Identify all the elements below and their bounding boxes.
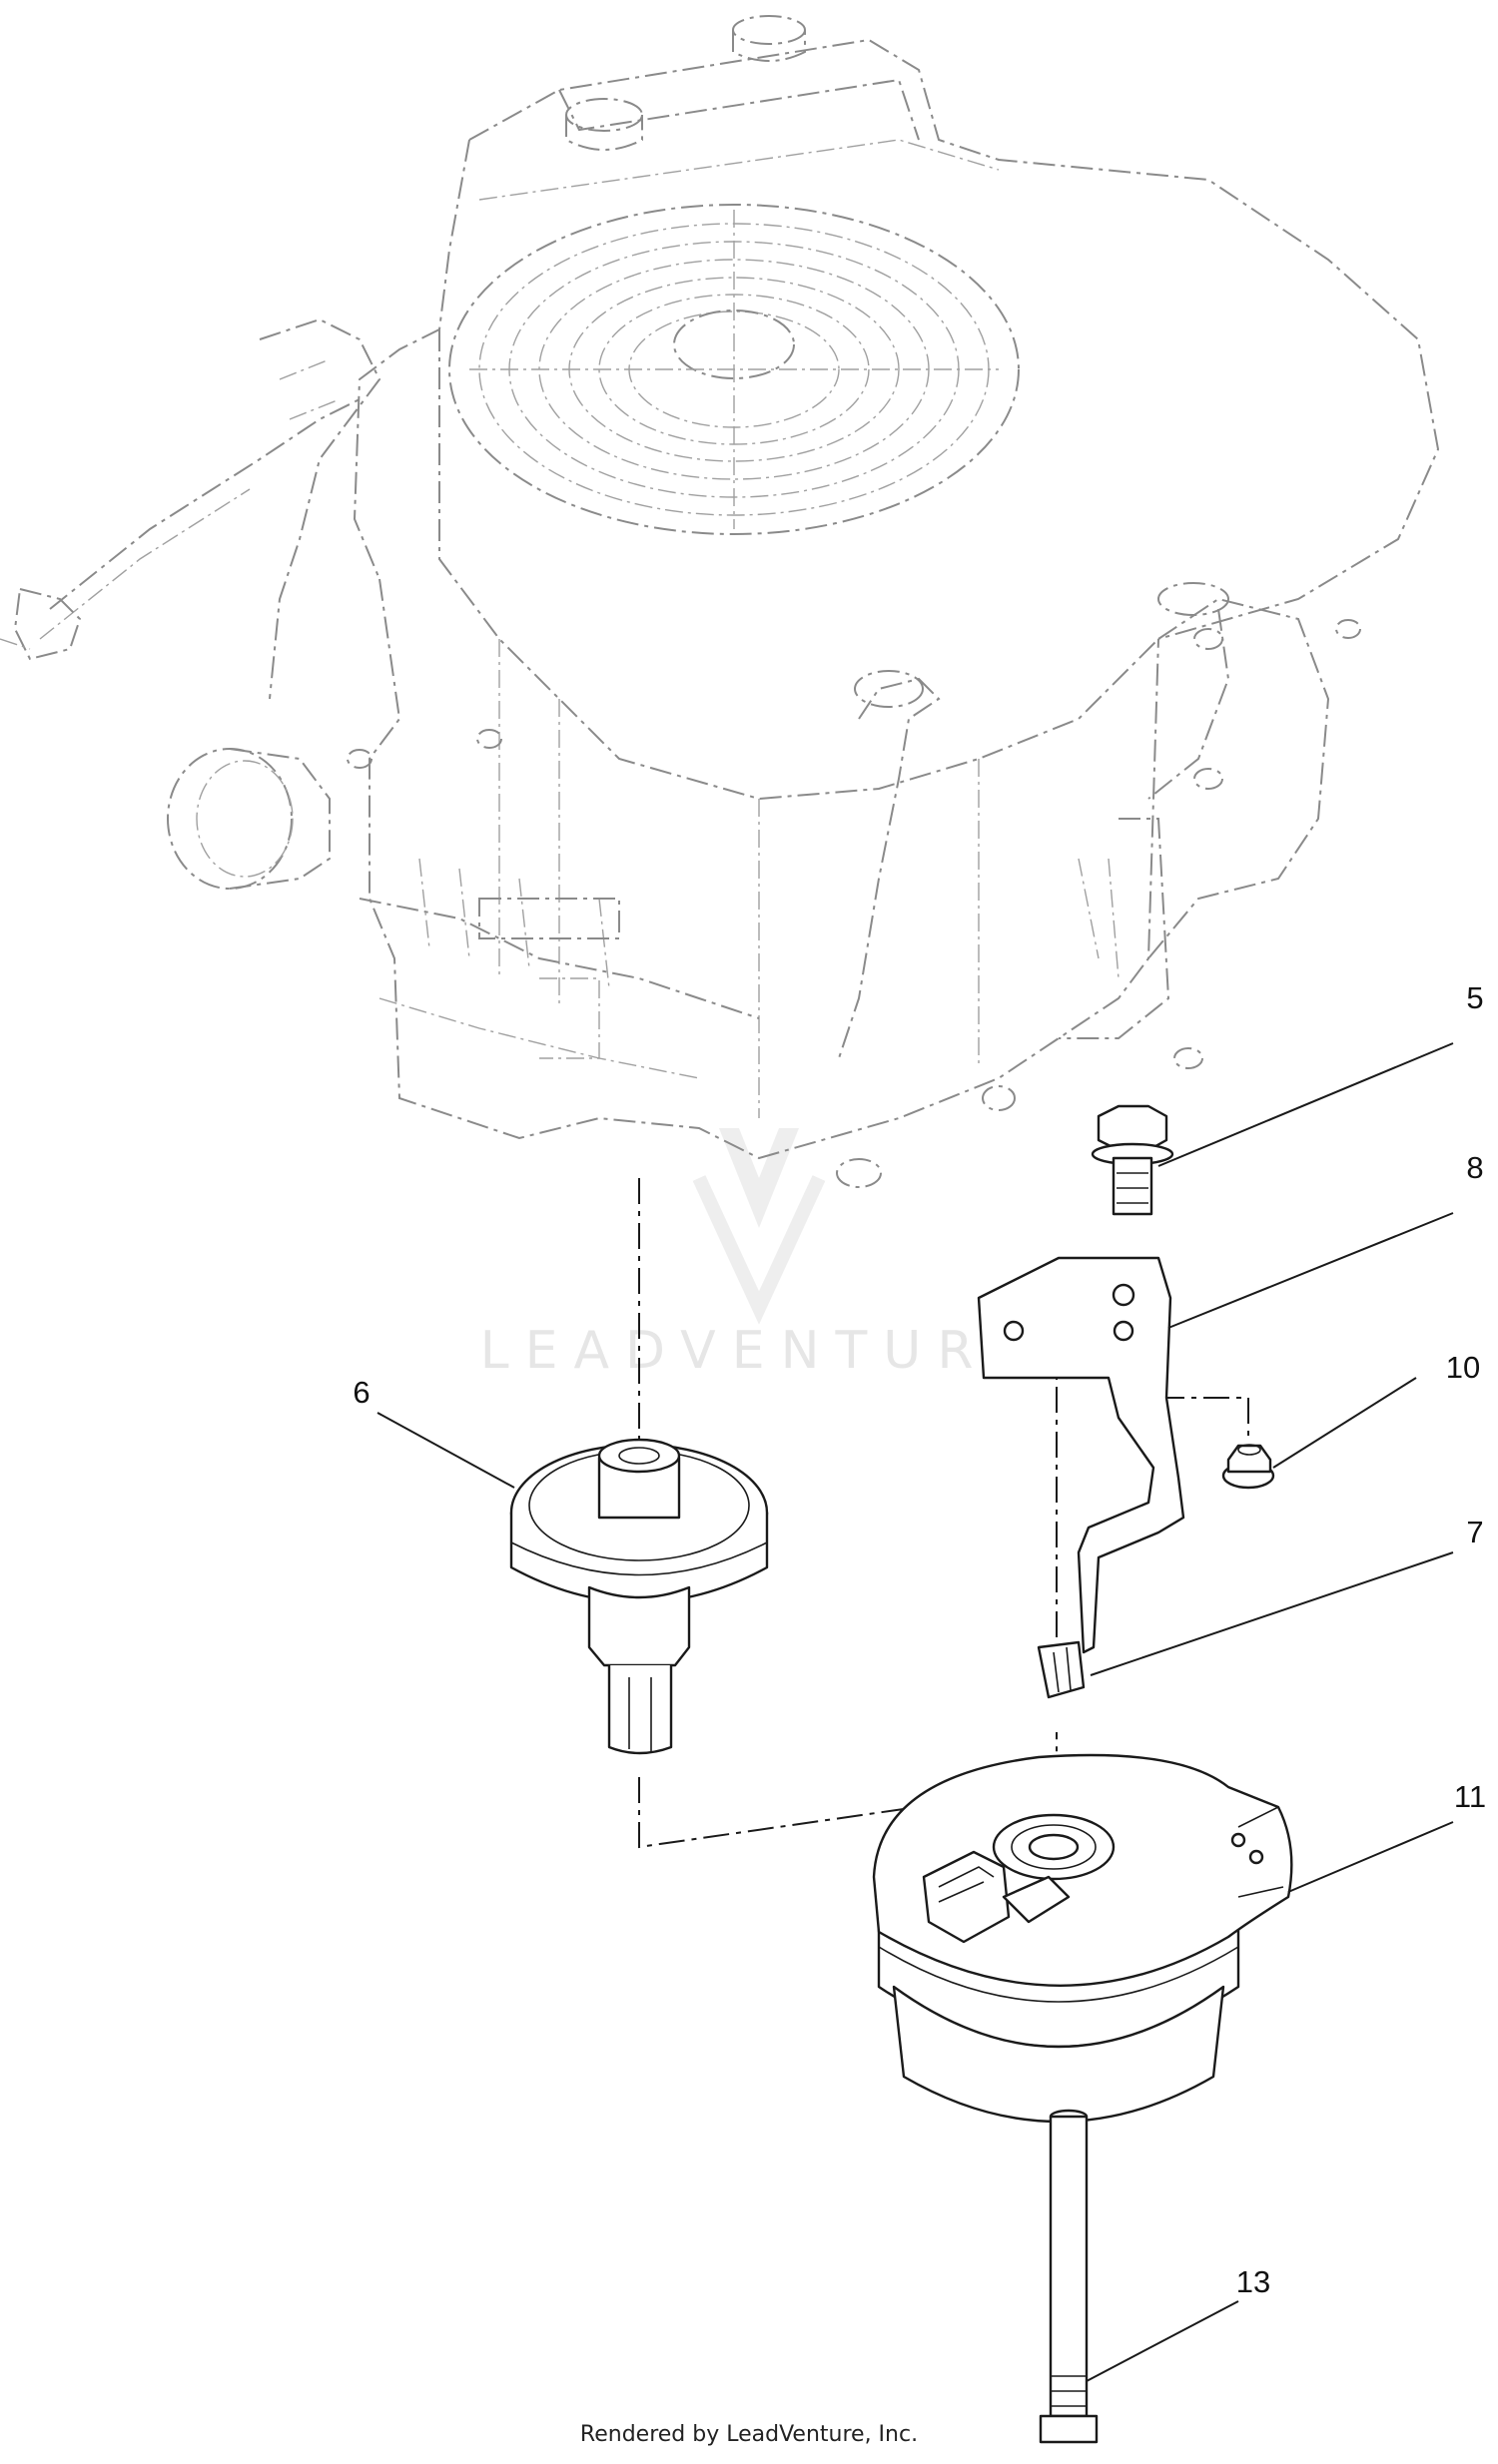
callout-6: 6 <box>353 1375 370 1410</box>
part-13-clutch-bolt <box>1039 2109 1099 2444</box>
watermark-text: LEADVENTURE <box>480 1321 1039 1381</box>
callout-5: 5 <box>1466 980 1483 1015</box>
part-6-pulley <box>509 1438 769 1755</box>
part-11-pto-clutch <box>872 1753 1293 2124</box>
callout-leader-lines <box>376 1042 1454 2382</box>
footer-credit: Rendered by LeadVenture, Inc. <box>579 2422 919 2447</box>
callout-8: 8 <box>1466 1150 1483 1185</box>
callout-11: 11 <box>1454 1779 1486 1814</box>
part-8-clutch-bracket <box>977 1256 1185 1654</box>
callout-10: 10 <box>1446 1350 1480 1385</box>
callout-7: 7 <box>1466 1515 1483 1549</box>
part-5-flange-bolt <box>1091 1104 1174 1216</box>
leadventure-watermark-logo <box>692 1128 826 1325</box>
engine-phantom-outline <box>0 15 1440 1188</box>
part-10-flange-nut <box>1221 1444 1275 1490</box>
callout-13: 13 <box>1236 2264 1270 2299</box>
part-7-key <box>1037 1640 1086 1699</box>
